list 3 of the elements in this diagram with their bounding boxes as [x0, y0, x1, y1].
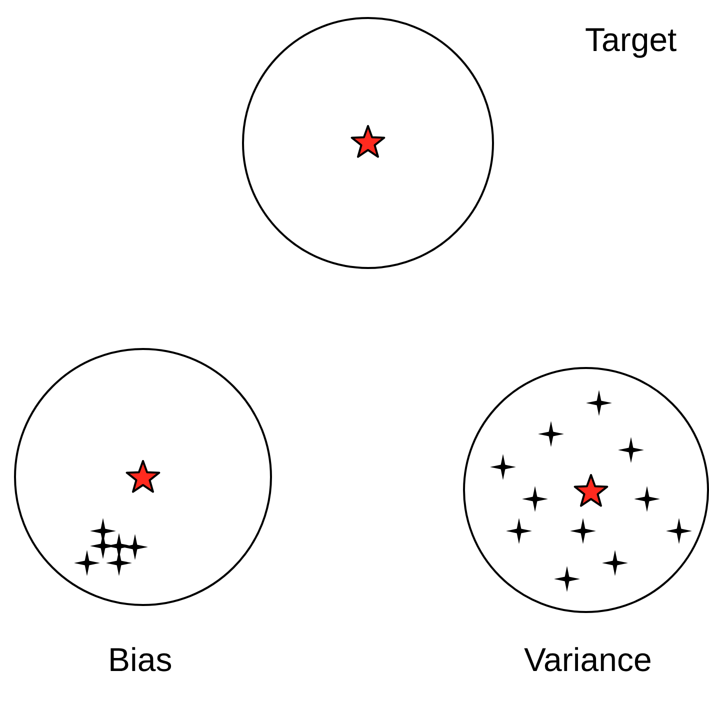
circle-caption: Bias	[108, 640, 172, 680]
circle-caption: Variance	[524, 640, 652, 680]
circle-caption: Target	[585, 20, 677, 60]
